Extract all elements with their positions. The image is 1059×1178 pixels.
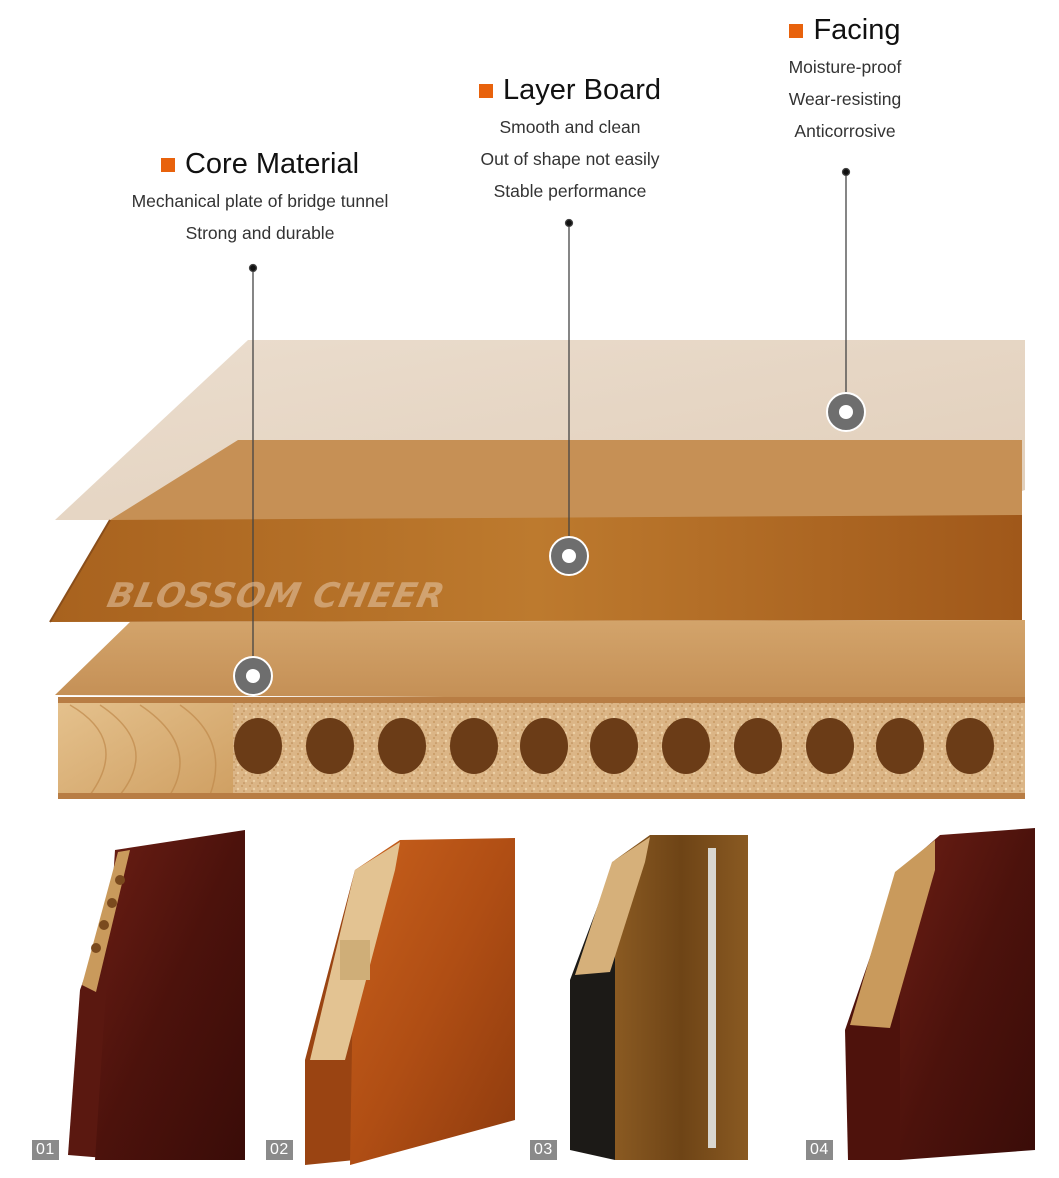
core-top xyxy=(55,620,1025,700)
accent-square-icon xyxy=(479,83,493,98)
core-material-feature: Strong and durable xyxy=(185,223,335,243)
facing-marker xyxy=(826,392,866,432)
sample-number-badge: 03 xyxy=(530,1140,557,1160)
layer-board-title: Layer Board xyxy=(503,74,661,106)
facing-feature: Anticorrosive xyxy=(794,121,896,141)
accent-square-icon xyxy=(789,23,804,38)
core-marker xyxy=(233,656,273,696)
brand-watermark: BLOSSOM CHEER xyxy=(103,576,449,616)
core-solid-wood xyxy=(58,697,233,799)
sample-04 xyxy=(845,828,1035,1160)
layer-board-feature: Smooth and clean xyxy=(499,117,641,137)
core-holes xyxy=(234,718,994,774)
layer-board-top xyxy=(110,440,1022,520)
facing-title: Facing xyxy=(813,14,901,46)
accent-square-icon xyxy=(160,157,175,172)
sample-number-badge: 04 xyxy=(806,1140,833,1160)
core-material-feature: Mechanical plate of bridge tunnel xyxy=(131,191,389,211)
sample-02 xyxy=(305,838,515,1165)
layer-board-label: Layer Board Smooth and clean Out of shap… xyxy=(455,74,685,207)
facing-feature: Wear-resisting xyxy=(788,89,902,109)
sample-number-badge: 01 xyxy=(32,1140,59,1160)
sample-03 xyxy=(570,835,748,1160)
layer-board-feature: Stable performance xyxy=(493,181,647,201)
sample-01 xyxy=(68,830,245,1160)
core-material-title: Core Material xyxy=(184,148,360,180)
facing-feature: Moisture-proof xyxy=(788,57,902,77)
core-material-label: Core Material Mechanical plate of bridge… xyxy=(110,148,410,249)
sample-number-badge: 02 xyxy=(266,1140,293,1160)
layer-board-feature: Out of shape not easily xyxy=(480,149,660,169)
facing-label: Facing Moisture-proof Wear-resisting Ant… xyxy=(765,14,925,147)
layer-marker xyxy=(549,536,589,576)
layer-board xyxy=(50,515,1022,622)
